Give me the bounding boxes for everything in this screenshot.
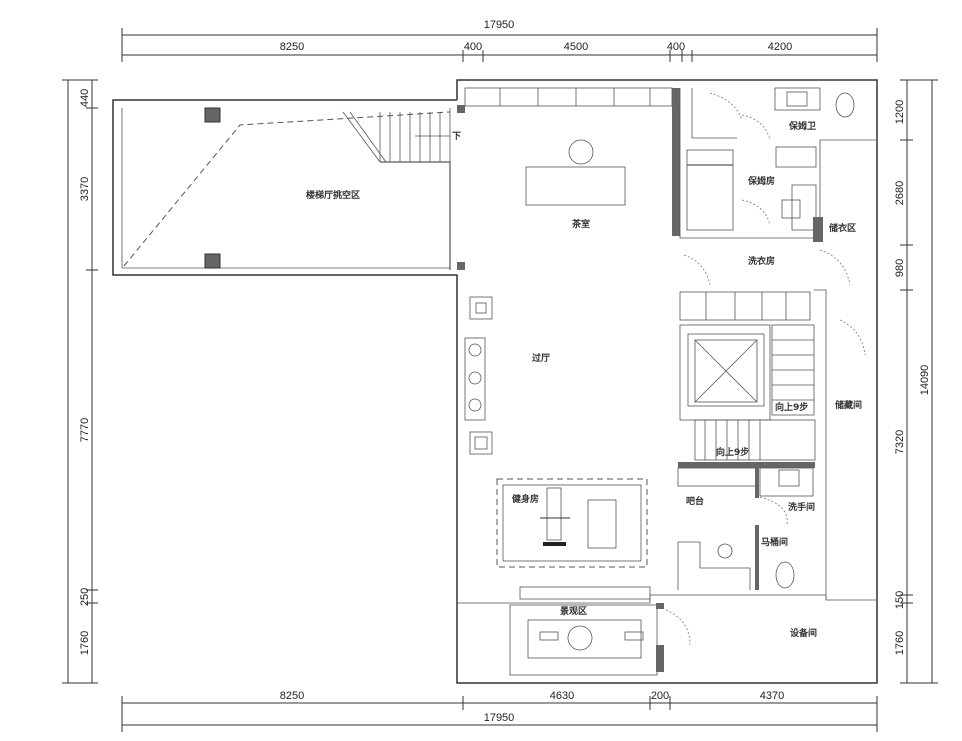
dim-right: 980 (894, 259, 906, 277)
dim-left: 250 (79, 588, 91, 606)
core: 向上9步 向上9步 储藏间 (679, 289, 866, 600)
dim-right: 2680 (894, 181, 906, 205)
dim-left: 7770 (79, 418, 91, 442)
hall: 过厅 (464, 296, 550, 455)
dim-bottom: 200 (651, 690, 669, 702)
room-label-landscape: 景观区 (560, 606, 587, 617)
room-label-hall: 过厅 (532, 352, 550, 364)
dim-left: 440 (79, 89, 91, 107)
room-label-nanny-room: 保姆房 (747, 175, 775, 187)
dim-right: 1760 (894, 631, 906, 655)
dim-top: 400 (667, 41, 685, 53)
room-label-nanny-bath: 保姆卫 (788, 120, 816, 132)
dim-left: 3370 (79, 177, 91, 201)
room-label-laundry: 洗衣房 (748, 255, 775, 267)
room-label-storage: 储藏间 (835, 399, 862, 411)
room-label-wardrobe: 储衣区 (829, 222, 856, 234)
room-label-gym: 健身房 (512, 493, 539, 505)
dim-right: 7320 (894, 430, 906, 454)
tea-room: 茶室 (525, 139, 626, 230)
dim-bottom: 8250 (280, 690, 304, 702)
dim-bottom: 4630 (550, 690, 574, 702)
room-label-stair-void: 楼梯厅挑空区 (306, 189, 360, 201)
nanny-zone: 保姆卫 保姆房 储衣区 洗衣房 (679, 87, 877, 286)
bar-area: 吧台 洗手间 马桶间 (677, 462, 815, 590)
dim-right-total: 14090 (919, 365, 931, 396)
dim-top: 8250 (280, 41, 304, 53)
right-dimensions: 1200 2680 980 7320 150 1760 14090 (894, 79, 938, 684)
bottom-zone: 景观区 设备间 (457, 586, 877, 676)
bottom-dimensions: 8250 4630 200 4370 17950 (121, 690, 878, 732)
room-label-equipment: 设备间 (790, 627, 817, 639)
walls (112, 79, 878, 684)
stair-label-up-2: 向上9步 (716, 446, 749, 458)
stair-down-label: 下 (452, 131, 461, 142)
gym: 健身房 (496, 478, 648, 568)
dim-top: 400 (464, 41, 482, 53)
room-label-toilet: 马桶间 (761, 536, 788, 548)
room-label-washroom: 洗手间 (788, 501, 815, 513)
room-label-tea-room: 茶室 (571, 218, 590, 230)
stair-void: 下 楼梯厅挑空区 (123, 111, 461, 270)
dim-bottom-total: 17950 (484, 712, 515, 724)
dim-bottom: 4370 (760, 690, 784, 702)
dim-top: 4500 (564, 41, 588, 53)
dim-left: 1760 (79, 631, 91, 655)
stair-label-up-1: 向上9步 (775, 401, 808, 413)
top-dimensions: 17950 8250 400 4500 400 4200 (121, 19, 878, 62)
dim-right: 150 (894, 591, 906, 609)
dim-right: 1200 (894, 100, 906, 124)
dim-top-total: 17950 (484, 19, 515, 31)
left-dimensions: 440 3370 7770 250 1760 (62, 79, 98, 684)
room-label-bar: 吧台 (686, 495, 704, 507)
dim-top: 4200 (768, 41, 792, 53)
window-strip (464, 87, 673, 107)
